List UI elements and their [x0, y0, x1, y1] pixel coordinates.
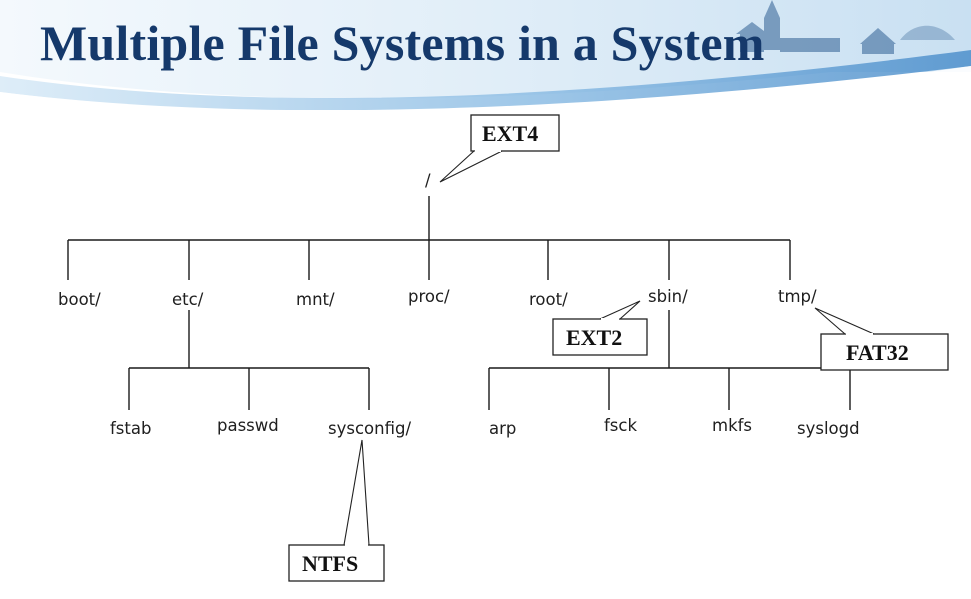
node-syslogd: syslogd: [797, 419, 860, 438]
node-etc: etc/: [172, 290, 204, 309]
callout-fat32: FAT32: [814, 307, 949, 371]
slide-title: Multiple File Systems in a System: [40, 15, 765, 71]
callout-ext4-label: EXT4: [482, 121, 538, 146]
node-root: /: [425, 171, 431, 190]
tree-connectors: [67, 196, 851, 410]
node-arp: arp: [489, 419, 516, 438]
church-silhouette-icon: [736, 0, 955, 54]
node-mnt: mnt/: [296, 290, 335, 309]
callout-ext4: EXT4: [439, 114, 560, 183]
node-tmp: tmp/: [778, 287, 817, 306]
header-banner: [0, 0, 971, 110]
node-passwd: passwd: [217, 416, 279, 435]
node-boot: boot/: [58, 290, 101, 309]
callout-ext2: EXT2: [552, 300, 648, 356]
callout-fat32-label: FAT32: [846, 340, 909, 365]
node-fsck: fsck: [604, 416, 637, 435]
callout-ntfs-label: NTFS: [302, 551, 358, 576]
callout-ext2-label: EXT2: [566, 325, 622, 350]
node-sbin: sbin/: [648, 287, 688, 306]
node-fstab: fstab: [110, 419, 151, 438]
node-mkfs: mkfs: [712, 416, 752, 435]
node-root-dir: root/: [529, 290, 568, 309]
node-sysconfig: sysconfig/: [328, 419, 411, 438]
callout-ntfs: NTFS: [288, 439, 385, 582]
node-proc: proc/: [408, 287, 450, 306]
